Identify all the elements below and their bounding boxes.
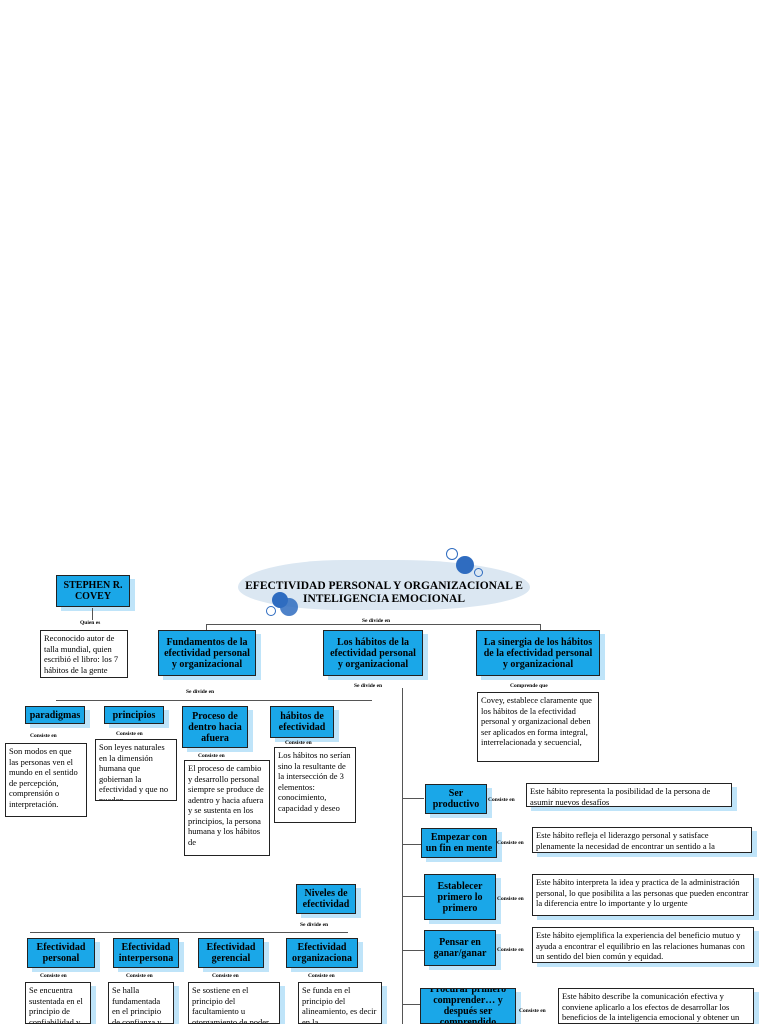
connector-label: Consiste en <box>30 733 57 739</box>
diagram-title: EFECTIVIDAD PERSONAL Y ORGANIZACIONAL E … <box>245 580 523 605</box>
nivel-interpersonal-description: Se halla fundamentada en el principio de… <box>108 982 174 1024</box>
connector-label: Comprende que <box>510 683 548 689</box>
branch-fundamentos: Fundamentos de la efectividad personal y… <box>158 630 256 676</box>
connector-label: Consiste en <box>198 753 225 759</box>
nivel-gerencial: Efectividad gerencial <box>198 938 264 968</box>
item-paradigmas: paradigmas <box>25 706 85 724</box>
stephen-covey-box: STEPHEN R. COVEY <box>56 575 130 607</box>
connector-label: Consiste en <box>497 896 524 902</box>
bubble-decoration <box>456 556 474 574</box>
connector-label: Consiste en <box>519 1008 546 1014</box>
connector-label: Se divide en <box>362 618 391 624</box>
connector-line <box>540 624 541 632</box>
connector-line <box>402 688 403 1024</box>
connector-line <box>402 798 424 799</box>
connector-label: Se divide en <box>186 689 215 695</box>
connector-line <box>402 896 424 897</box>
connector-line <box>30 932 348 933</box>
niveles-efectividad-box: Niveles de efectividad <box>296 884 356 914</box>
connector-line <box>402 1004 424 1005</box>
bubble-decoration <box>446 548 458 560</box>
connector-line <box>402 844 424 845</box>
connector-label: Consiste en <box>497 840 524 846</box>
habito-ser-productivo: Ser productivo <box>425 784 487 814</box>
connector-label: Consiste en <box>212 973 239 979</box>
nivel-organizacional: Efectividad organizaciona <box>286 938 358 968</box>
nivel-interpersonal: Efectividad interpersona <box>113 938 179 968</box>
bubble-decoration <box>266 606 276 616</box>
nivel-organizacional-description: Se funda en el principio del alineamient… <box>298 982 382 1024</box>
connector-line <box>402 950 424 951</box>
connector-label: Consiste en <box>40 973 67 979</box>
nivel-personal-description: Se encuentra sustentada en el principio … <box>25 982 91 1024</box>
bubble-decoration <box>474 568 483 577</box>
empezar-fin-description: Este hábito refleja el liderazgo persona… <box>532 827 752 853</box>
principios-description: Son leyes naturales en la dimensión huma… <box>95 739 177 801</box>
connector-line <box>92 608 93 620</box>
connector-label: Quien es <box>80 620 101 626</box>
habito-procurar-comprender: Procurar primero comprender… y después s… <box>420 988 516 1024</box>
item-proceso: Proceso de dentro hacia afuera <box>182 706 248 748</box>
branch-habitos: Los hábitos de la efectividad personal y… <box>323 630 423 676</box>
connector-label: Consiste en <box>497 947 524 953</box>
ganar-ganar-description: Este hábito ejemplifica la experiencia d… <box>532 927 754 963</box>
connector-label: Se divide en <box>354 683 383 689</box>
connector-line <box>206 624 540 625</box>
establecer-primero-description: Este hábito interpreta la idea y practic… <box>532 874 754 916</box>
connector-line <box>206 624 207 632</box>
habito-ganar-ganar: Pensar en ganar/ganar <box>424 930 496 966</box>
connector-label: Consiste en <box>488 797 515 803</box>
paradigmas-description: Son modos en que las personas ven el mun… <box>5 743 87 817</box>
nivel-gerencial-description: Se sostiene en el principio del facultam… <box>188 982 280 1024</box>
connector-label: Se divide en <box>300 922 329 928</box>
habito-empezar-fin: Empezar con un fin en mente <box>421 828 497 858</box>
habitos-efectividad-description: Los hábitos no serían sino la resultante… <box>274 747 356 823</box>
habito-establecer-primero: Establecer primero lo primero <box>424 874 496 920</box>
connector-label: Consiste en <box>308 973 335 979</box>
procurar-comprender-description: Este hábito describe la comunicación efe… <box>558 988 754 1024</box>
bubble-decoration <box>280 598 298 616</box>
sinergia-description: Covey, establece claramente que los hábi… <box>477 692 599 762</box>
nivel-personal: Efectividad personal <box>27 938 95 968</box>
branch-sinergia: La sinergia de los hábitos de la efectiv… <box>476 630 600 676</box>
stephen-description: Reconocido autor de talla mundial, quien… <box>40 630 128 678</box>
connector-label: Consiste en <box>126 973 153 979</box>
item-principios: principios <box>104 706 164 724</box>
connector-label: Consiste en <box>116 731 143 737</box>
item-habitos-efectividad: hábitos de efectividad <box>270 706 334 738</box>
connector-label: Consiste en <box>285 740 312 746</box>
connector-line <box>56 700 372 701</box>
ser-productivo-description: Este hábito representa la posibilidad de… <box>526 783 732 807</box>
proceso-description: El proceso de cambio y desarrollo person… <box>184 760 270 856</box>
